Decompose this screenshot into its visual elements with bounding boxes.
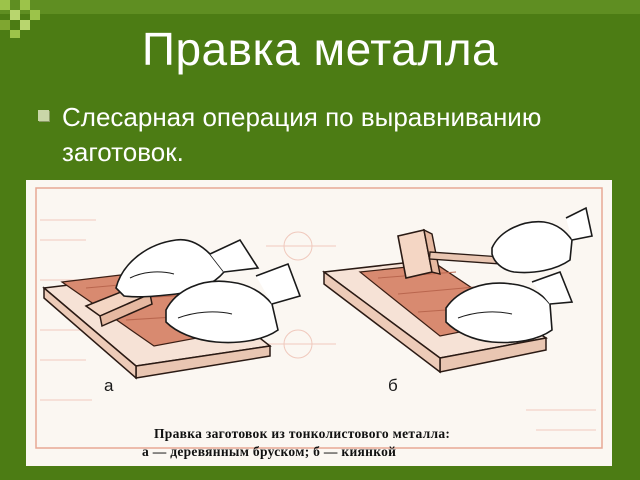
bullet-marker [38,110,49,121]
corner-decoration [0,0,40,38]
caption-line-1: Правка заготовок из тонколистового метал… [154,426,451,441]
panel-a-drawing [42,238,302,380]
bullet-text: Слесарная операция по выравниванию загот… [62,102,542,167]
panel-a-label: а [104,376,114,395]
top-band [0,0,640,14]
illustration: а б [26,180,612,466]
caption-line-2: а — деревянным бруском; б — киянкой [142,444,397,459]
slide-title: Правка металла [141,23,499,75]
panel-b-drawing [322,206,593,374]
illustration-drawing [35,187,603,449]
panel-b-label: б [388,376,398,395]
frame-border [35,187,603,449]
